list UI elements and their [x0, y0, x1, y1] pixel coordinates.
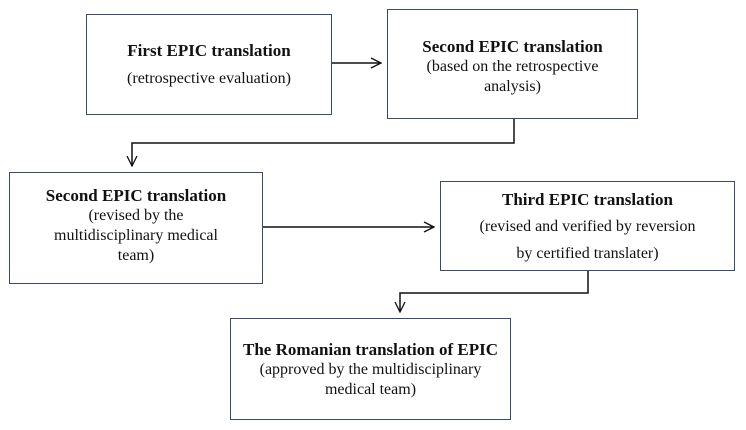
node-subtitle: analysis): [484, 78, 541, 95]
node-title: First EPIC translation: [127, 41, 291, 60]
node-title: Second EPIC translation: [422, 37, 603, 56]
node-subtitle: multidisciplinary medical: [54, 227, 218, 244]
edge-b4-b5: [400, 271, 589, 312]
node-title: The Romanian translation of EPIC: [242, 339, 499, 359]
node-subtitle: (retrospective evaluation): [127, 70, 291, 87]
node-subtitle: by certified translater): [516, 244, 659, 262]
node-second-epic-translation-retrospective: Second EPIC translation (based on the re…: [387, 9, 638, 119]
node-subtitle: team): [117, 247, 155, 264]
node-third-epic-translation: Third EPIC translation (revised and veri…: [440, 181, 735, 271]
node-subtitle: medical team): [324, 380, 417, 398]
node-first-epic-translation: First EPIC translation (retrospective ev…: [86, 14, 332, 115]
node-second-epic-translation-revised: Second EPIC translation (revised by the …: [9, 172, 263, 284]
node-title: Second EPIC translation: [45, 186, 227, 205]
node-subtitle: (based on the retrospective: [426, 58, 599, 75]
node-romanian-translation-of-epic: The Romanian translation of EPIC (approv…: [230, 318, 511, 420]
node-title: Third EPIC translation: [502, 189, 673, 209]
node-subtitle: (revised by the: [88, 207, 184, 224]
edge-b2-b3: [132, 119, 515, 166]
node-subtitle: (approved by the multidisciplinary: [259, 360, 482, 378]
node-subtitle: (revised and verified by reversion: [479, 217, 696, 235]
